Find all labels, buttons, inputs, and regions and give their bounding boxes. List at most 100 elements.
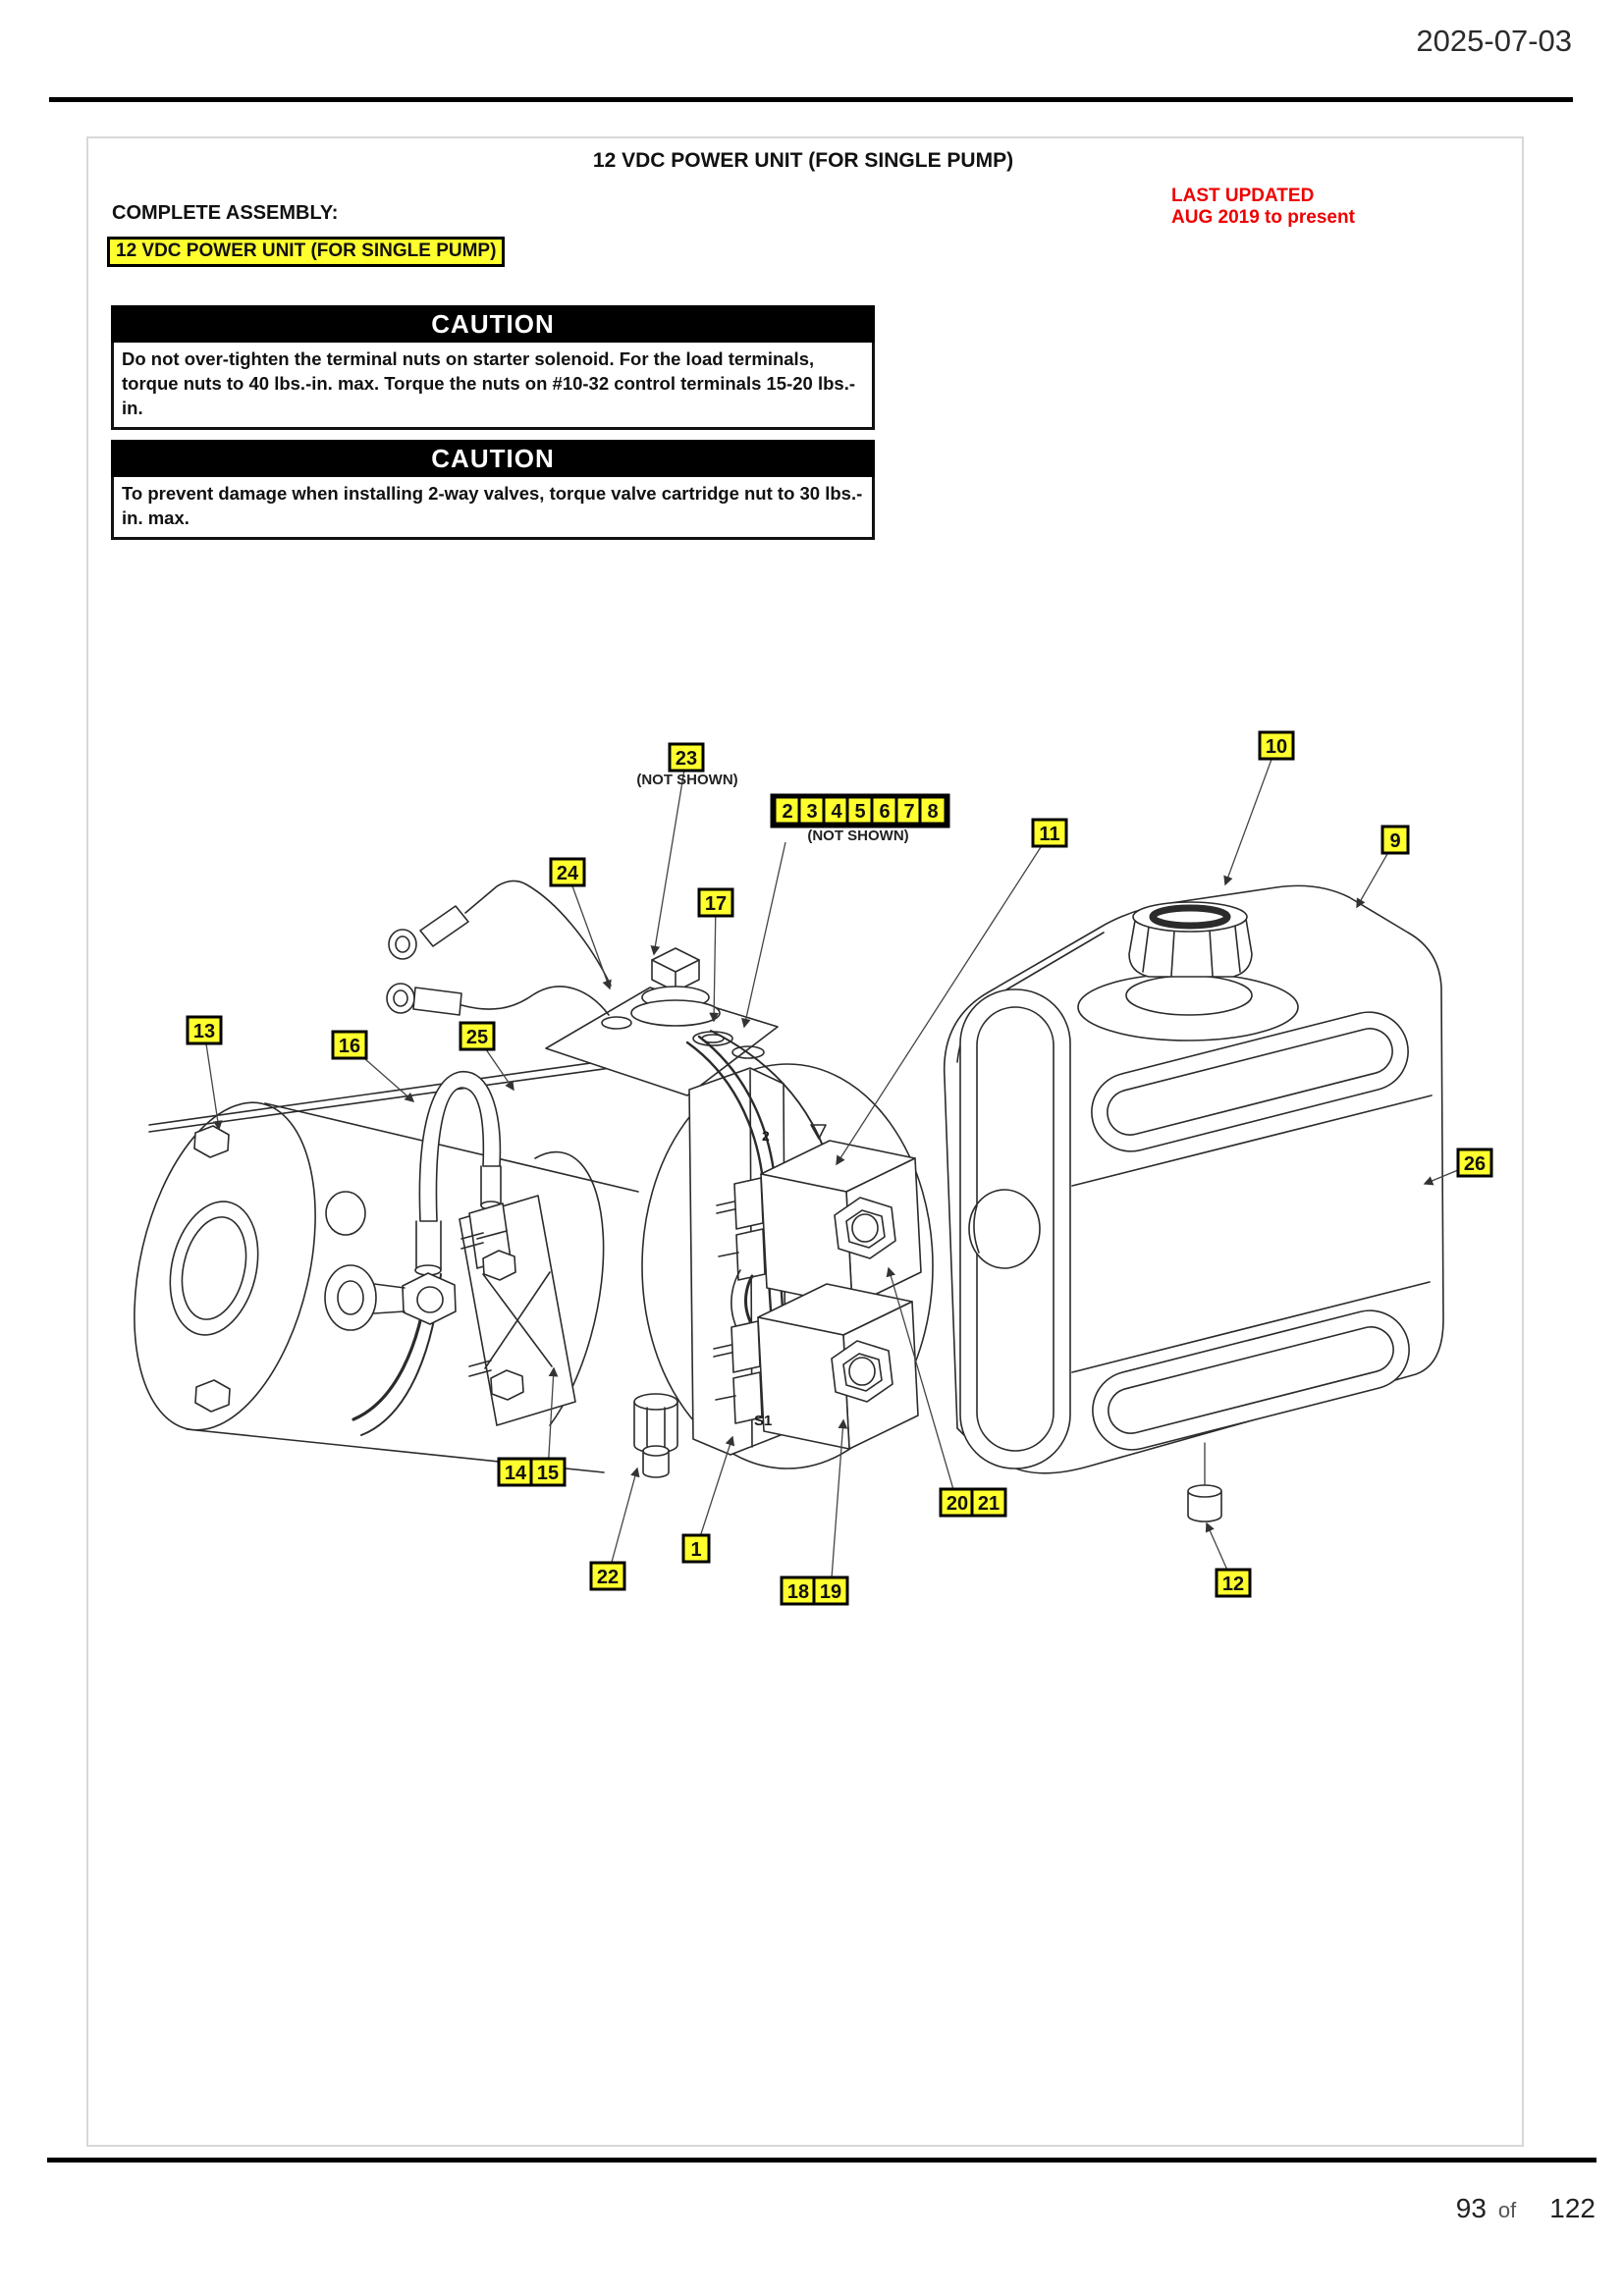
last-updated-note: LAST UPDATED AUG 2019 to present bbox=[1171, 186, 1355, 229]
callout-10-number: 10 bbox=[1266, 736, 1287, 758]
callout-21-number: 21 bbox=[978, 1493, 1000, 1515]
leader-line-1 bbox=[695, 1435, 735, 1550]
callout-24-number: 24 bbox=[557, 863, 579, 884]
not-shown-note-1: (NOT SHOWN) bbox=[636, 772, 737, 788]
callout-18-number: 18 bbox=[787, 1581, 809, 1603]
callout-6[interactable]: 6 bbox=[870, 795, 899, 826]
drain-plug bbox=[1187, 1484, 1222, 1522]
page-date: 2025-07-03 bbox=[1416, 24, 1572, 58]
callout-9-number: 9 bbox=[1389, 830, 1400, 852]
leader-line-11 bbox=[836, 832, 1051, 1166]
callout-20[interactable]: 20 bbox=[939, 1487, 976, 1518]
callout-group-frame bbox=[770, 793, 950, 828]
callout-1[interactable]: 1 bbox=[681, 1533, 711, 1564]
callout-16[interactable]: 16 bbox=[331, 1030, 368, 1060]
page-title: 12 VDC POWER UNIT (FOR SINGLE PUMP) bbox=[592, 149, 1014, 172]
diagram-artwork: S1 2 bbox=[134, 880, 1444, 1522]
callout-13-number: 13 bbox=[193, 1021, 215, 1042]
callout-22[interactable]: 22 bbox=[589, 1561, 626, 1591]
callout-17[interactable]: 17 bbox=[697, 887, 734, 918]
callout-15[interactable]: 15 bbox=[529, 1457, 567, 1487]
callout-10[interactable]: 10 bbox=[1258, 730, 1295, 761]
port-2-label: 2 bbox=[762, 1128, 770, 1144]
footer-current-page: 93 bbox=[1455, 2193, 1487, 2223]
callout-16-number: 16 bbox=[339, 1036, 360, 1057]
callout-19[interactable]: 19 bbox=[812, 1575, 849, 1606]
callout-3[interactable]: 3 bbox=[797, 795, 827, 826]
leader-line-24 bbox=[567, 872, 612, 990]
leader-line-22 bbox=[607, 1467, 640, 1577]
leader-line-13 bbox=[203, 1030, 223, 1131]
callout-4[interactable]: 4 bbox=[822, 795, 851, 826]
callout-5[interactable]: 5 bbox=[845, 795, 875, 826]
callout-7[interactable]: 7 bbox=[894, 795, 924, 826]
caution-box-2: CAUTION To prevent damage when installin… bbox=[111, 440, 875, 540]
leader-line-19 bbox=[830, 1418, 848, 1592]
callout-2[interactable]: 2 bbox=[773, 795, 802, 826]
callout-20-number: 20 bbox=[947, 1493, 968, 1515]
filler-cap bbox=[1128, 901, 1253, 978]
callout-25-number: 25 bbox=[466, 1027, 488, 1048]
callout-11-number: 11 bbox=[1039, 824, 1059, 845]
callout-21[interactable]: 21 bbox=[970, 1487, 1007, 1518]
valve-upper bbox=[716, 1140, 922, 1307]
bottom-rule bbox=[47, 2158, 1596, 2163]
leader-line-17 bbox=[709, 902, 720, 1023]
flow-triangle-symbol bbox=[810, 1124, 827, 1140]
callout-6-number: 6 bbox=[879, 801, 890, 823]
caution-1-body: Do not over-tighten the terminal nuts on… bbox=[111, 343, 875, 430]
callout-7-number: 7 bbox=[903, 801, 914, 823]
callout-26[interactable]: 26 bbox=[1456, 1148, 1493, 1178]
callout-14-number: 14 bbox=[505, 1463, 527, 1484]
solenoid-s1-label: S1 bbox=[754, 1413, 772, 1429]
last-updated-line1: LAST UPDATED bbox=[1171, 186, 1315, 206]
last-updated-line2: AUG 2019 to present bbox=[1171, 207, 1355, 228]
hex-fitting bbox=[633, 1393, 678, 1478]
callout-8-number: 8 bbox=[927, 801, 938, 823]
callout-18[interactable]: 18 bbox=[780, 1575, 817, 1606]
assembly-link[interactable]: 12 VDC POWER UNIT (FOR SINGLE PUMP) bbox=[107, 237, 506, 267]
callout-23-number: 23 bbox=[676, 748, 697, 770]
valve-lower bbox=[713, 1283, 919, 1450]
callout-4-number: 4 bbox=[831, 801, 842, 823]
caution-2-body: To prevent damage when installing 2-way … bbox=[111, 477, 875, 540]
starter-solenoid bbox=[324, 1195, 576, 1426]
callout-17-number: 17 bbox=[705, 893, 727, 915]
callout-13[interactable]: 13 bbox=[186, 1015, 223, 1045]
callout-5-number: 5 bbox=[854, 801, 865, 823]
cable-ring-terminal bbox=[324, 1264, 377, 1331]
callout-23[interactable]: 23 bbox=[668, 742, 705, 773]
page-footer: 93 of 122 bbox=[1375, 2193, 1596, 2224]
callout-11[interactable]: 11 bbox=[1031, 818, 1068, 848]
leader-line-10 bbox=[1223, 745, 1277, 886]
not-shown-note-2: (NOT SHOWN) bbox=[807, 828, 908, 844]
callout-22-number: 22 bbox=[597, 1567, 619, 1588]
callout-26-number: 26 bbox=[1464, 1153, 1486, 1175]
callout-14[interactable]: 14 bbox=[497, 1457, 534, 1487]
leader-line bbox=[741, 841, 786, 1029]
top-rule bbox=[49, 97, 1573, 102]
callout-8[interactable]: 8 bbox=[918, 795, 947, 826]
callout-3-number: 3 bbox=[806, 801, 817, 823]
callout-12-number: 12 bbox=[1222, 1574, 1244, 1595]
caution-box-1: CAUTION Do not over-tighten the terminal… bbox=[111, 305, 875, 430]
complete-assembly-label: COMPLETE ASSEMBLY: bbox=[112, 202, 339, 224]
reservoir-tank bbox=[943, 884, 1444, 1522]
callout-12[interactable]: 12 bbox=[1215, 1568, 1252, 1598]
callout-24[interactable]: 24 bbox=[549, 857, 586, 887]
caution-2-heading: CAUTION bbox=[111, 440, 875, 477]
footer-total-pages: 122 bbox=[1549, 2193, 1596, 2223]
callout-15-number: 15 bbox=[537, 1463, 559, 1484]
callout-2-number: 2 bbox=[782, 801, 792, 823]
caution-1-heading: CAUTION bbox=[111, 305, 875, 343]
callout-25[interactable]: 25 bbox=[459, 1021, 496, 1051]
callout-9[interactable]: 9 bbox=[1380, 825, 1410, 855]
callout-1-number: 1 bbox=[690, 1539, 701, 1561]
leader-line-20 bbox=[886, 1266, 958, 1504]
wire-leads bbox=[386, 880, 612, 1016]
battery-terminal-nut bbox=[402, 1272, 457, 1325]
motor-bolt-bottom bbox=[194, 1379, 231, 1413]
